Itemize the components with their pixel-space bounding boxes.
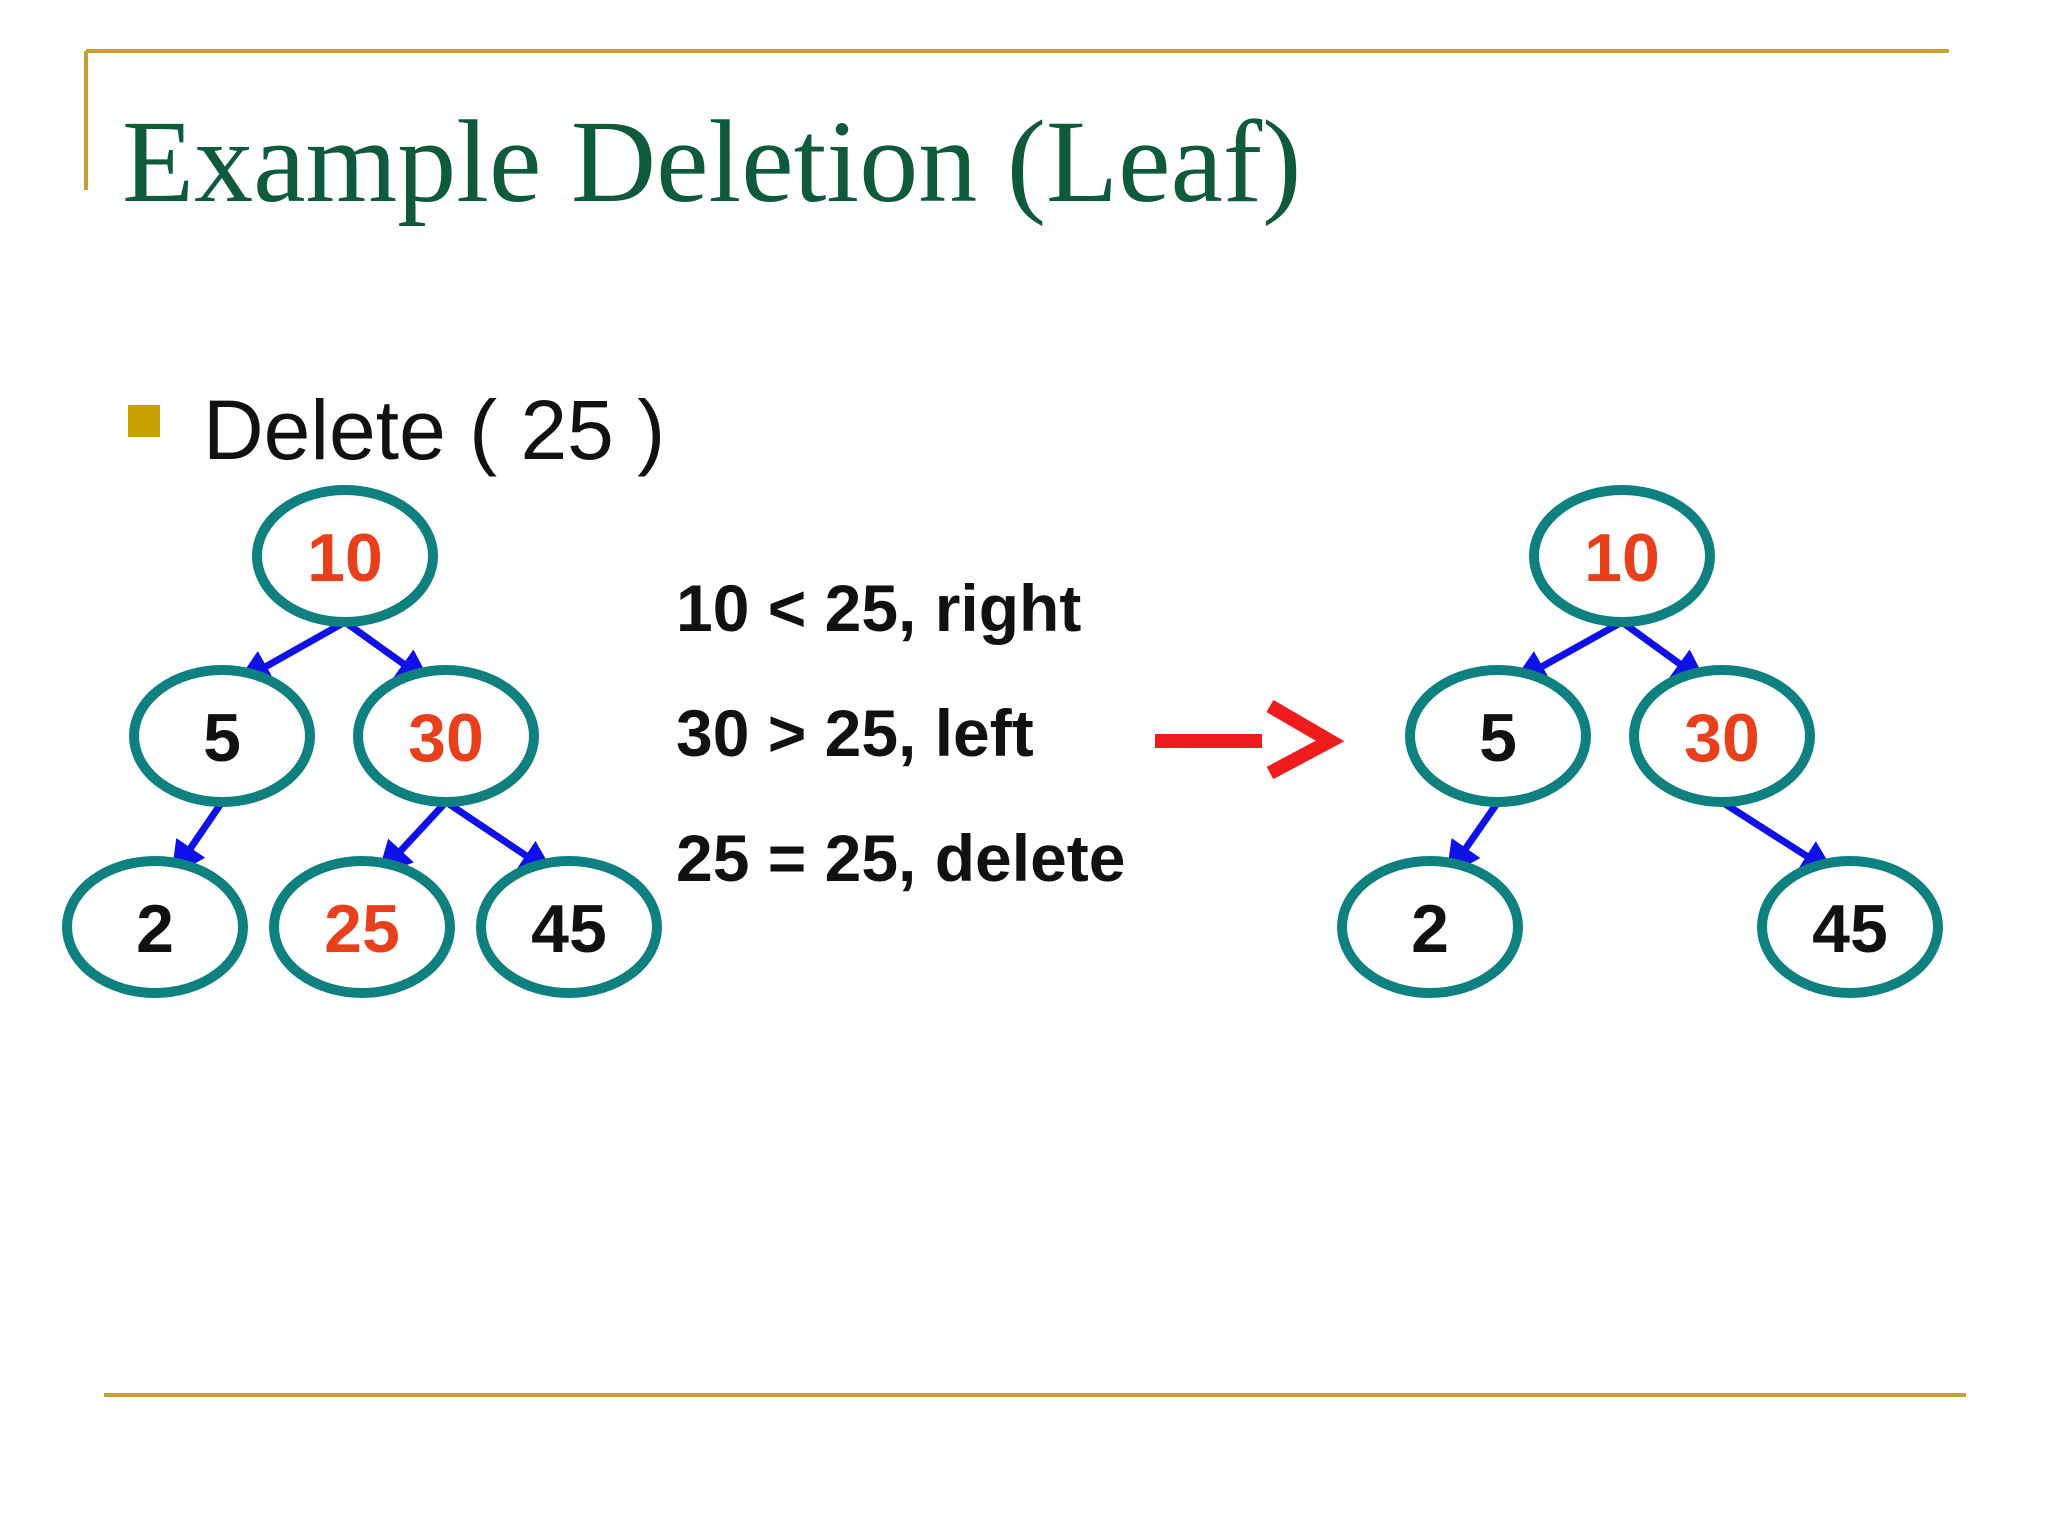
before-node-5: 5 <box>129 665 315 807</box>
before-node-30: 30 <box>353 665 539 807</box>
before-node-45: 45 <box>476 856 662 998</box>
step-2-text: 30 > 25, left <box>676 696 1034 770</box>
after-node-2-label: 2 <box>1411 891 1449 967</box>
before-node-2-circle <box>62 856 248 998</box>
before-node-2: 2 <box>62 856 248 998</box>
after-node-2-circle <box>1337 856 1523 998</box>
bullet-square-icon <box>128 405 160 437</box>
after-edge-10-5 <box>1511 618 1624 684</box>
before-node-30-label: 30 <box>408 700 484 776</box>
before-node-5-circle <box>129 665 315 807</box>
after-node-45-circle <box>1757 856 1943 998</box>
after-node-45: 45 <box>1757 856 1943 998</box>
slide-title: Example Deletion (Leaf) <box>122 96 1302 227</box>
before-edge-10-5 <box>235 618 347 684</box>
before-edge-30-25 <box>377 799 449 877</box>
before-node-10-label: 10 <box>307 520 383 596</box>
bullet-text: Delete ( 25 ) <box>203 383 666 477</box>
before-node-25-label: 25 <box>324 891 400 967</box>
before-node-25-circle <box>269 856 455 998</box>
after-node-30-label: 30 <box>1684 700 1760 776</box>
after-node-2: 2 <box>1337 856 1523 998</box>
after-node-30-circle <box>1629 665 1815 807</box>
before-node-45-circle <box>476 856 662 998</box>
before-edge-30-45 <box>444 799 555 875</box>
before-node-30-circle <box>353 665 539 807</box>
after-tree: 10 5 30 2 45 <box>1337 485 1943 998</box>
after-node-10-label: 10 <box>1584 520 1660 596</box>
step-1-text: 10 < 25, right <box>676 571 1082 645</box>
after-node-5-label: 5 <box>1479 700 1517 776</box>
before-node-45-label: 45 <box>531 891 607 967</box>
step-3-text: 25 = 25, delete <box>676 821 1126 895</box>
after-node-10-circle <box>1529 485 1715 627</box>
after-node-10: 10 <box>1529 485 1715 627</box>
before-node-5-label: 5 <box>203 700 241 776</box>
before-node-10: 10 <box>252 485 438 627</box>
after-edge-30-45 <box>1720 799 1836 875</box>
before-tree: 10 5 30 2 25 45 <box>62 485 662 998</box>
after-node-5: 5 <box>1405 665 1591 807</box>
after-node-45-label: 45 <box>1812 891 1888 967</box>
transform-arrow-icon <box>1155 699 1345 780</box>
before-node-25: 25 <box>269 856 455 998</box>
after-node-30: 30 <box>1629 665 1815 807</box>
after-node-5-circle <box>1405 665 1591 807</box>
before-node-2-label: 2 <box>136 891 174 967</box>
before-node-10-circle <box>252 485 438 627</box>
